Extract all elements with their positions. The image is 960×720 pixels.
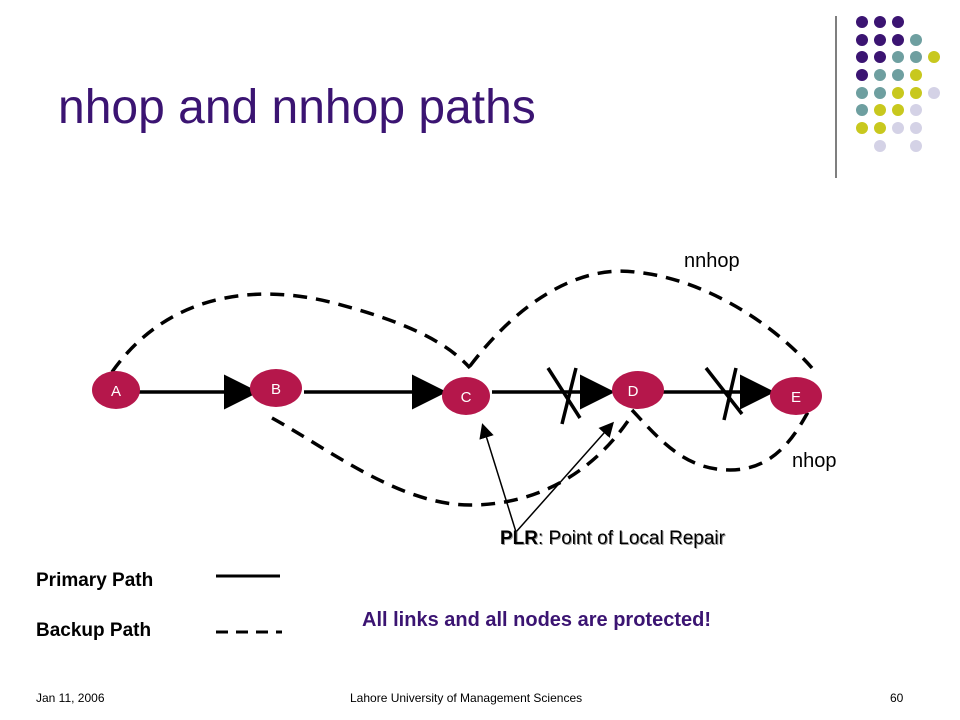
plr-abbreviation: PLR <box>500 528 538 549</box>
failure-mark-link-c-d <box>546 367 582 425</box>
plr-pointer-to-c <box>479 423 517 533</box>
node-e: E <box>770 377 822 415</box>
legend-backup-label: Backup Path <box>36 620 152 641</box>
svg-text:A: A <box>111 383 121 400</box>
failure-mark-link-d-e <box>704 366 744 421</box>
protection-note: All links and all nodes are protected! <box>362 609 711 631</box>
plr-caption: PLR: Point of Local Repair <box>500 528 725 550</box>
nhop-label: nhop <box>792 450 837 472</box>
backup-path-b-to-d <box>271 416 632 507</box>
plr-description: : Point of Local Repair <box>538 528 725 549</box>
svg-text:B: B <box>271 381 281 398</box>
nnhop-path-c-to-e <box>468 269 814 370</box>
dot-cluster <box>856 16 940 152</box>
page-title: nhop and nnhop paths <box>58 81 536 134</box>
backup-path-a-to-c <box>110 292 472 374</box>
nhop-path-d-to-e <box>630 408 810 472</box>
svg-text:D: D <box>628 383 639 400</box>
nnhop-label: nnhop <box>684 250 740 272</box>
footer-date: Jan 11, 2006 <box>36 691 105 705</box>
svg-text:C: C <box>461 389 472 406</box>
node-d: D <box>612 371 664 409</box>
plr-pointer-to-d <box>515 421 614 533</box>
node-b: B <box>250 369 302 407</box>
svg-text:E: E <box>791 389 801 406</box>
node-c: C <box>442 377 490 415</box>
node-a: A <box>92 371 140 409</box>
footer-organization: Lahore University of Management Sciences <box>350 691 583 705</box>
footer-page-number: 60 <box>890 691 904 705</box>
legend-primary-label: Primary Path <box>36 570 154 591</box>
